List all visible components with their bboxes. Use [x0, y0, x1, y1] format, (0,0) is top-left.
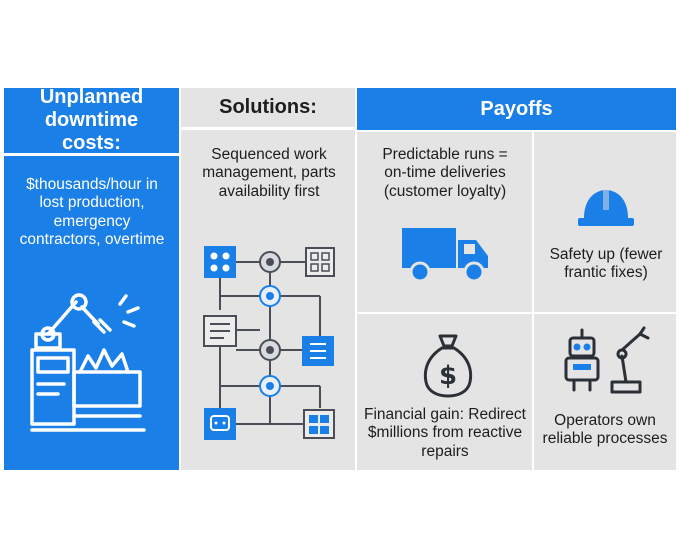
solutions-title: Solutions: [219, 96, 317, 118]
problem-header: Unplanned downtime costs: [4, 86, 179, 156]
payoff-text: Safety up (fewer frantic fixes) [549, 246, 663, 282]
payoff-text: Financial gain: Redirect $millions from … [364, 406, 526, 460]
payoffs-header: Payoffs [357, 88, 676, 130]
workflow-node-chat-blue [204, 408, 236, 440]
payoff-card [534, 314, 676, 470]
money-bag-icon: $ [423, 334, 473, 398]
payoff-card [357, 314, 532, 470]
problem-body: $thousands/hour in lost production, emer… [19, 176, 165, 248]
robot-operator-icon [564, 326, 650, 394]
workflow-node-document [203, 315, 237, 347]
hard-hat-icon [578, 190, 634, 226]
payoffs-title: Payoffs [480, 97, 553, 120]
workflow-node-list-blue [302, 336, 334, 366]
workflow-node-grid-blue [204, 246, 236, 278]
payoff-text: Predictable runs = on-time deliveries (c… [382, 146, 508, 200]
workflow-diagram [203, 246, 335, 440]
factory-breakdown-icon [30, 293, 146, 432]
payoff-card [357, 132, 532, 312]
payoff-text: Operators own reliable processes [542, 412, 668, 448]
solutions-header: Solutions: [181, 88, 355, 130]
solutions-panel [181, 88, 355, 470]
workflow-node-grid [305, 247, 335, 277]
solutions-body: Sequenced work management, parts availab… [202, 146, 336, 200]
delivery-truck-icon [402, 228, 488, 283]
workflow-node-table [303, 409, 335, 439]
problem-title: Unplanned downtime costs: [39, 86, 144, 154]
svg-text:$: $ [439, 361, 457, 391]
